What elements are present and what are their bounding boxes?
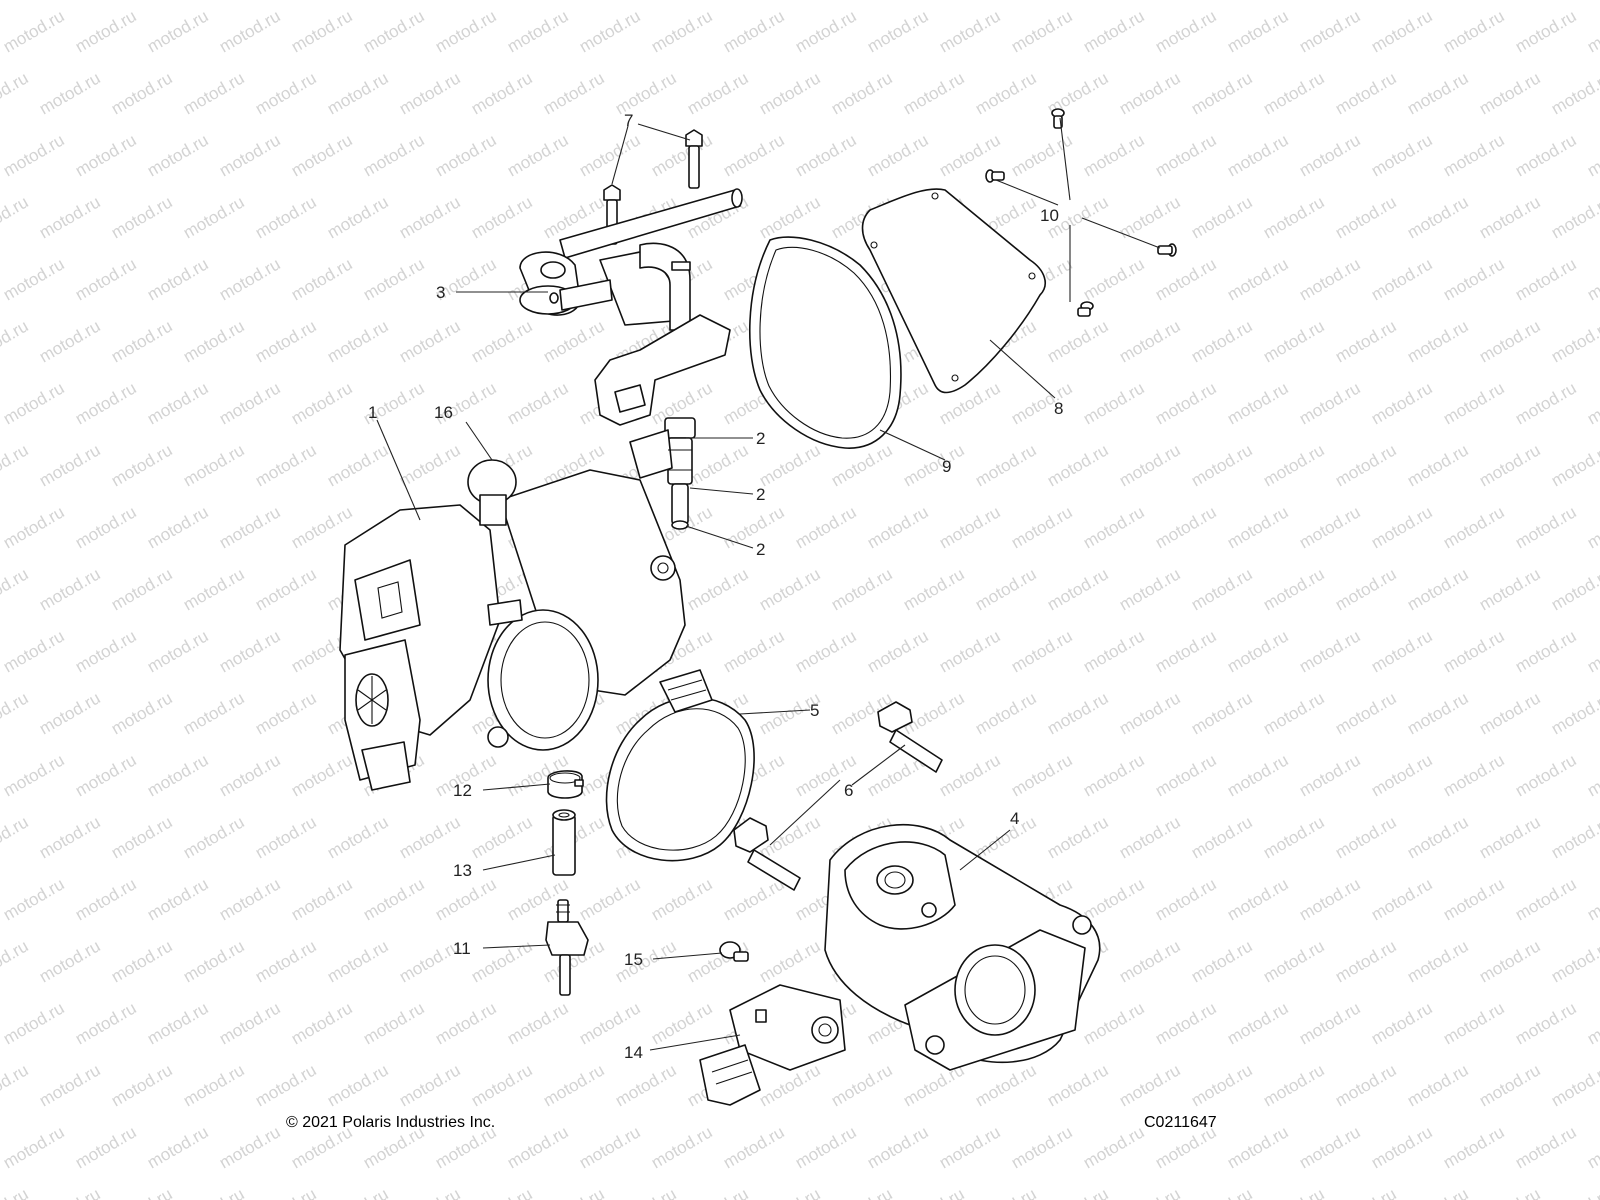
part-10-screws [985,108,1177,317]
part-14-sensor [699,984,846,1106]
callout-numbers: 7 3 1 16 2 2 2 10 8 9 5 6 4 12 13 11 15 … [368,111,1063,1062]
leader-lines [376,117,1161,1051]
callout-11: 11 [453,939,471,958]
part-3-fuel-rail [519,188,743,426]
part-12-clamp [547,770,584,799]
callout-15: 15 [624,950,643,969]
part-4-intake-boot [824,823,1101,1071]
callout-9: 9 [942,457,951,476]
callout-12: 12 [453,781,472,800]
callout-6: 6 [844,781,853,800]
part-13-hose [552,809,576,876]
callout-8: 8 [1054,399,1063,418]
part-9-seal [748,236,902,449]
part-1-throttle-body [339,459,686,791]
callout-1: 1 [368,403,377,422]
callout-14: 14 [624,1043,643,1062]
callout-3: 3 [436,283,445,302]
part-5-clamp [605,669,755,862]
callout-2a: 2 [756,429,765,448]
part-11-valve [545,899,589,996]
callout-16: 16 [434,403,453,422]
callout-2b: 2 [756,485,765,504]
part-8-cover [861,188,1046,394]
callout-7: 7 [624,111,633,130]
part-2-injector [629,417,696,530]
callout-2c: 2 [756,540,765,559]
callout-10: 10 [1040,206,1059,225]
copyright-text: © 2021 Polaris Industries Inc. [286,1114,496,1131]
callout-13: 13 [453,861,472,880]
part-15-screw [719,941,749,962]
part-6-bolts [733,701,943,891]
callout-5: 5 [810,701,819,720]
callout-4: 4 [1010,809,1019,828]
diagram-code: C0211647 [1144,1114,1217,1131]
